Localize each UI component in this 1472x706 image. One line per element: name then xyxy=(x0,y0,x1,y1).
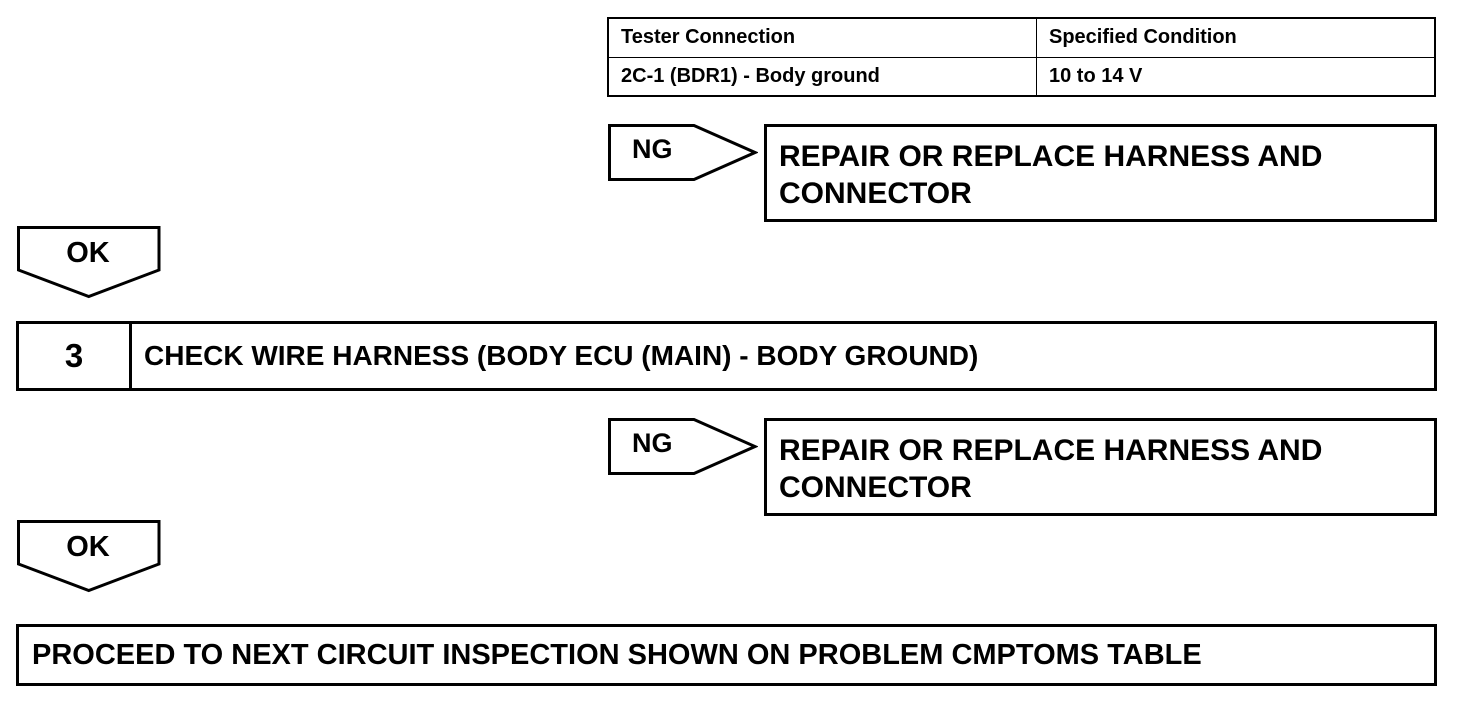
ng-label: NG xyxy=(632,428,673,458)
ng-label: NG xyxy=(632,134,673,164)
table-row: 2C-1 (BDR1) - Body ground 10 to 14 V xyxy=(609,56,1434,95)
final-step-text: PROCEED TO NEXT CIRCUIT INSPECTION SHOWN… xyxy=(32,638,1202,671)
cell-tester-connection: 2C-1 (BDR1) - Body ground xyxy=(609,56,1037,95)
ok-label: OK xyxy=(66,237,110,269)
ok-arrow-2: OK xyxy=(17,520,162,593)
cell-specified-condition: 10 to 14 V xyxy=(1036,56,1434,95)
header-specified-condition: Specified Condition xyxy=(1036,19,1434,58)
step-number: 3 xyxy=(19,324,132,388)
right-arrow-icon xyxy=(608,124,758,181)
repair-action-box-1: REPAIR OR REPLACE HARNESS AND CONNECTOR xyxy=(764,124,1437,222)
header-tester-connection: Tester Connection xyxy=(609,19,1037,58)
ng-arrow-2: NG xyxy=(608,418,758,475)
down-arrow-icon xyxy=(17,226,161,299)
right-arrow-icon xyxy=(608,418,758,475)
ok-arrow-1: OK xyxy=(17,226,162,299)
step-title: CHECK WIRE HARNESS (BODY ECU (MAIN) - BO… xyxy=(144,340,979,371)
final-step-box: PROCEED TO NEXT CIRCUIT INSPECTION SHOWN… xyxy=(16,624,1437,686)
step-3-bar: 3 CHECK WIRE HARNESS (BODY ECU (MAIN) - … xyxy=(16,321,1437,391)
spec-table: Tester Connection Specified Condition 2C… xyxy=(607,17,1436,97)
action-text-line2: CONNECTOR xyxy=(779,471,972,504)
repair-action-box-2: REPAIR OR REPLACE HARNESS AND CONNECTOR xyxy=(764,418,1437,516)
ng-arrow-1: NG xyxy=(608,124,758,181)
down-arrow-icon xyxy=(17,520,161,593)
action-text-line1: REPAIR OR REPLACE HARNESS AND xyxy=(779,434,1323,467)
spec-table-header-row: Tester Connection Specified Condition xyxy=(609,19,1434,58)
action-text-line1: REPAIR OR REPLACE HARNESS AND xyxy=(779,140,1323,173)
action-text-line2: CONNECTOR xyxy=(779,177,972,210)
ok-label: OK xyxy=(66,531,110,563)
